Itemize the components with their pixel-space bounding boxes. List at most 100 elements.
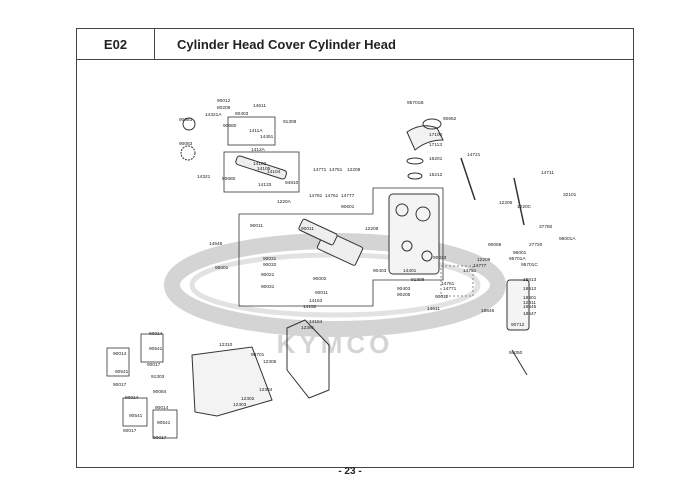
part-number-label: 90541 (115, 369, 129, 375)
part-number-label: 90403 (235, 111, 249, 117)
part-number-label: 14611 (253, 103, 266, 109)
part-number-label: 12361 (301, 325, 315, 331)
part-number-label: 1220A (277, 199, 292, 205)
part-number-label: 90002 (313, 276, 327, 282)
valve-spring-group (440, 265, 474, 297)
part-number-label: 95701C (521, 262, 538, 268)
part-number-label: 12302 (241, 396, 255, 402)
part-number-label: 15212 (429, 172, 443, 178)
part-number-label: 14546 (209, 241, 223, 247)
part-number-label: 90017 (113, 382, 127, 388)
head-cover-shape (191, 346, 273, 417)
part-number-label: 1411A (249, 128, 263, 134)
part-number-label: 90652 (443, 116, 457, 122)
part-number-label: 16201 (429, 156, 443, 162)
part-number-label: 18647 (523, 311, 537, 317)
part-number-label: 94050 (509, 350, 523, 356)
intake-oring-shape (422, 118, 442, 130)
page-frame: E02 Cylinder Head Cover Cylinder Head KY… (76, 28, 634, 468)
part-number-label: 14133 (258, 182, 272, 188)
watermark-text: KYMCO (277, 329, 394, 359)
part-number-label: 90011 (315, 290, 328, 296)
part-number-label: 91308 (283, 119, 297, 125)
part-number-label: 14777 (341, 193, 355, 199)
part-number-label: 12304 (259, 387, 273, 393)
head-port (395, 203, 409, 217)
part-number-label: 90012 (217, 98, 231, 104)
part-number-label: 90014 (113, 351, 127, 357)
cover-gasket-shape (286, 319, 330, 399)
part-number-label: 14152 (303, 304, 317, 310)
small-part-box (152, 409, 178, 439)
part-number-label: 14721 (467, 152, 481, 158)
part-number-label: 91303 (151, 374, 165, 380)
part-number-label: 90032 (263, 262, 277, 268)
part-number-label: 14771 (313, 167, 327, 173)
part-number-label: 14781 (309, 193, 323, 199)
part-number-label: 90205 (397, 292, 411, 298)
part-number-label: 14771 (443, 286, 457, 292)
part-number-label: 90011 (301, 226, 314, 232)
small-part-box (140, 333, 164, 363)
part-number-label: 90012 (435, 294, 449, 300)
part-number-label: 90059 (488, 242, 502, 248)
part-number-label: 18645 (523, 304, 537, 310)
part-number-label: 17113 (429, 142, 442, 148)
page-number: - 23 - (338, 466, 362, 477)
part-number-label: 90541 (149, 346, 163, 352)
part-number-label: 90083 (179, 117, 193, 123)
part-number-label: 90014 (125, 395, 139, 401)
part-number-label: 14104 (267, 169, 281, 175)
small-part-box (106, 347, 130, 377)
part-number-label: 1220C (517, 204, 532, 210)
part-number-label: 27720 (529, 242, 543, 248)
part-number-label: 1412A (251, 147, 266, 153)
part-number-label: 12206 (499, 200, 513, 206)
part-number-label: 95701A (509, 256, 526, 262)
page-title: Cylinder Head Cover Cylinder Head (177, 36, 396, 52)
part-number-label: 14102 (253, 161, 267, 167)
part-number-label: 90541 (157, 420, 171, 426)
part-number-label: 90403 (397, 286, 411, 292)
part-number-label: 90017 (147, 362, 161, 368)
part-number-label: 18612 (523, 286, 537, 292)
part-number-label: 14321 (197, 174, 211, 180)
part-number-label: 80208 (217, 105, 231, 111)
diagram-svg: KYMCO (106, 98, 577, 441)
part-number-label: 12208 (365, 226, 379, 232)
small-part-box (122, 397, 148, 427)
tensioner-shape (506, 279, 530, 331)
exploded-diagram: KYMCO (77, 60, 633, 468)
part-number-label: 90033 (433, 255, 447, 261)
part-number-label: 17100 (429, 132, 443, 138)
part-number-label: 12303 (233, 402, 247, 408)
rocker-group-box (227, 116, 276, 146)
part-number-label: 90031 (261, 284, 275, 290)
sprocket-shape (182, 117, 196, 131)
part-number-label: 18601 (523, 295, 537, 301)
part-number-label: 96001A (559, 236, 576, 242)
head-port (421, 250, 433, 262)
part-number-label: 96001 (513, 250, 527, 256)
camshaft-group-box (223, 151, 300, 193)
part-number-label: 90014 (155, 405, 169, 411)
part-number-label: 12209 (477, 257, 491, 263)
part-number-label: 14105 (257, 166, 271, 172)
cylinder-head-box (238, 187, 444, 307)
valve-shape (513, 177, 525, 226)
part-number-label: 14761 (441, 281, 455, 287)
part-number-label: 12311 (523, 300, 536, 306)
part-number-label: 12305 (263, 359, 277, 365)
part-number-label: 14154 (309, 319, 323, 325)
part-number-label: 90403 (373, 268, 387, 274)
part-number-label: 14751 (463, 268, 477, 274)
valve-shape (460, 157, 476, 201)
camshaft-shape (235, 155, 287, 180)
section-code: E02 (77, 29, 155, 59)
part-number-label: 14761 (325, 193, 339, 199)
gasket-shape (407, 172, 423, 180)
header-bar: E02 Cylinder Head Cover Cylinder Head (77, 29, 633, 60)
part-number-label: 90680 (222, 176, 236, 182)
part-number-label: 90021 (261, 272, 275, 278)
